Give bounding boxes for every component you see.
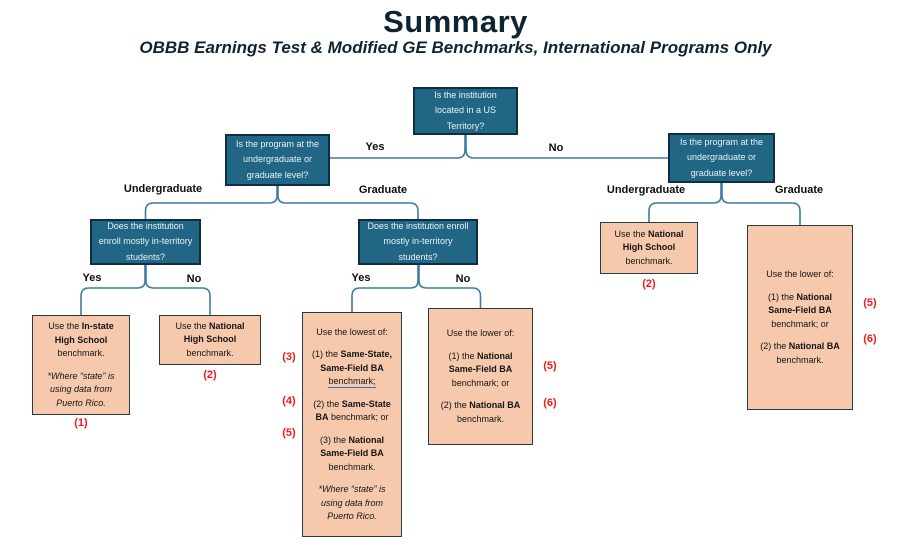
branch-label-no-left: No [186,273,202,285]
paragraph: *Where “state” is using data from Puerto… [39,370,123,411]
text-segment: National Same-Field BA [768,291,833,316]
paragraph: (1) the Same-State, Same-Field BA benchm… [309,348,395,389]
text-segment: Same-State, Same-Field BA [320,349,393,373]
paragraph: (1) the National Same-Field BA benchmark… [754,291,846,332]
node-enrollment-question-left: Does the institution enroll mostly in-te… [90,219,201,265]
text-segment: Use the lower of: [446,328,515,338]
text-segment: (2) the [440,400,470,410]
text-segment: benchmark. [456,413,505,424]
ref-number-2-left: (2) [203,369,217,381]
text-segment: National BA [788,341,840,351]
text-segment: (1) the [311,349,341,359]
paragraph: Use the National High School benchmark. [607,228,691,269]
text-segment: benchmark. [625,255,673,266]
paragraph: (2) the National BA benchmark. [754,340,846,367]
ref-number-6-box6: (6) [863,333,877,345]
node-us-territory-question: Is the institution located in a US Terri… [413,87,518,135]
outcome-national-high-school-left: Use the National High School benchmark. [159,315,261,365]
text-segment: National Same-Field BA [320,434,385,459]
text-segment: National High School [622,228,684,253]
outcome-lower-of-mid: Use the lower of: (1) the National Same-F… [428,308,533,445]
text-segment: Use the lower of: [766,269,834,279]
paragraph: (2) the National BA benchmark. [435,399,526,426]
ref-number-5-box6: (5) [863,297,877,309]
branch-label-no-mid: No [455,273,471,285]
benchmark-link[interactable]: benchmark; [328,376,376,388]
paragraph: (2) the Same-State BA benchmark; or [309,398,395,425]
text-segment: benchmark. [186,347,234,358]
ref-number-1: (1) [74,417,88,429]
text-segment: *Where “state” is using data from Puerto… [47,370,115,408]
ref-number-4: (4) [282,395,296,407]
ref-number-2-right: (2) [642,278,656,290]
paragraph: *Where “state” is using data from Puerto… [309,483,395,524]
text-segment: National Same-Field BA [448,350,513,375]
text-segment: benchmark; or [771,318,829,329]
text-segment: Use the [48,321,82,331]
branch-label-graduate-left: Graduate [358,184,408,196]
text-segment: benchmark; or [328,412,389,422]
paragraph: (1) the National Same-Field BA benchmark… [435,350,526,391]
text-segment: (3) the [319,434,349,445]
text-segment: National BA [469,400,521,410]
page-subtitle: OBBB Earnings Test & Modified GE Benchma… [139,38,772,57]
branch-label-yes-mid: Yes [351,272,371,284]
text-segment: (2) the [313,398,342,409]
paragraph: Use the lower of: [447,327,515,341]
paragraph: Use the lower of: [766,268,834,282]
branch-label-graduate-right: Graduate [774,184,824,196]
text-segment: *Where “state” is using data from Puerto… [318,484,386,521]
ref-number-3: (3) [282,351,296,363]
text-segment: In-state High School [54,321,114,345]
text-segment: (1) the [448,350,477,361]
outcome-lower-of-right: Use the lower of: (1) the National Same-F… [747,225,853,410]
text-segment: benchmark. [328,461,376,472]
text-segment: (2) the [760,341,789,351]
page-title: Summary [383,4,528,39]
outcome-national-high-school-right: Use the National High School benchmark. [600,222,698,274]
ref-number-5-box4: (5) [543,360,557,372]
ref-number-6-box4: (6) [543,397,557,409]
branch-label-undergraduate-right: Undergraduate [606,184,686,196]
outcome-in-state-high-school: Use the In-state High School benchmark. *… [32,315,130,415]
paragraph: (3) the National Same-Field BA benchmark… [309,434,395,475]
text-segment: Use the [175,320,209,331]
ref-number-5-box3: (5) [282,427,296,439]
node-enrollment-question-mid: Does the institution enroll mostly in-te… [358,219,478,265]
text-segment: benchmark; or [451,377,510,388]
node-program-level-question-right: Is the program at the undergraduate or g… [668,133,775,183]
text-segment: Use the [614,228,648,239]
branch-label-yes-top: Yes [365,141,385,153]
text-segment: benchmark. [776,354,824,365]
paragraph: Use the In-state High School benchmark. [39,320,123,361]
branch-label-yes-left: Yes [82,272,102,284]
branch-label-undergraduate-left: Undergraduate [123,183,203,195]
branch-label-no-top: No [548,142,564,154]
text-segment: Use the lowest of: [316,326,388,337]
text-segment: benchmark. [57,348,105,358]
connector-no-mid [418,265,482,308]
node-program-level-question-left: Is the program at the undergraduate or g… [225,134,330,186]
paragraph: Use the National High School benchmark. [166,320,254,361]
text-segment: National High School [183,320,245,345]
text-segment: Same-State BA [315,398,391,423]
text-segment: (1) the [767,291,797,302]
paragraph: Use the lowest of: [316,326,388,340]
outcome-lowest-of: Use the lowest of: (1) the Same-State, Sa… [302,312,402,537]
